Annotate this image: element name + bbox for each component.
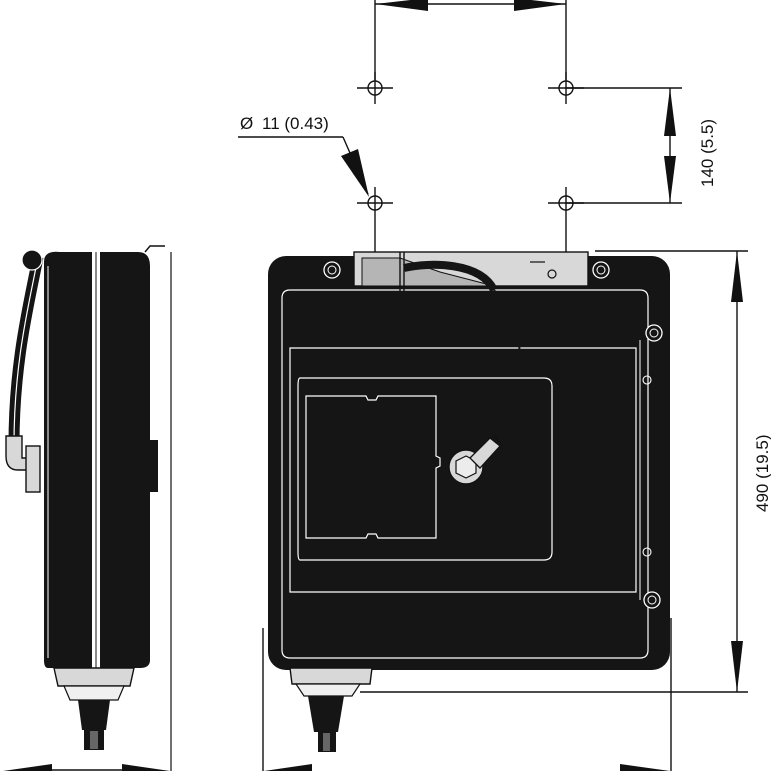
reel-side-view <box>5 245 172 771</box>
hole-diameter-label: 11 (0.43) <box>262 114 329 133</box>
arrowhead-icon <box>664 88 676 136</box>
screw-icon <box>323 261 341 279</box>
hole-spacing-dimension <box>566 87 682 204</box>
diameter-symbol: Ø <box>240 114 253 133</box>
reel-front-view <box>268 251 670 752</box>
screw-icon <box>643 591 661 609</box>
arrowhead-icon <box>731 251 743 302</box>
hose-swivel-icon <box>448 435 504 485</box>
screw-icon <box>592 261 610 279</box>
top-dimension <box>374 0 567 80</box>
arrowhead-icon <box>341 149 369 197</box>
arrowhead-icon <box>122 764 170 771</box>
bottom-dimensions <box>3 764 670 771</box>
mounting-hole-pattern <box>357 72 584 252</box>
overall-height-dimension <box>262 250 748 771</box>
overall-height-label: 490 (19.5) <box>753 435 771 513</box>
arrowhead-icon <box>664 156 676 203</box>
arrowhead-icon <box>514 0 566 11</box>
arrowhead-icon <box>375 0 428 11</box>
hole-spacing-label: 140 (5.5) <box>698 119 717 187</box>
mounting-hole-icon <box>357 187 393 219</box>
screw-icon <box>645 324 663 342</box>
arrowhead-icon <box>264 764 312 771</box>
arrowhead-icon <box>731 641 743 692</box>
arrowhead-icon <box>3 764 52 771</box>
arrowhead-icon <box>620 764 670 771</box>
hole-diameter-callout: Ø 11 (0.43) <box>238 114 369 197</box>
mounting-hole-icon <box>357 72 393 104</box>
